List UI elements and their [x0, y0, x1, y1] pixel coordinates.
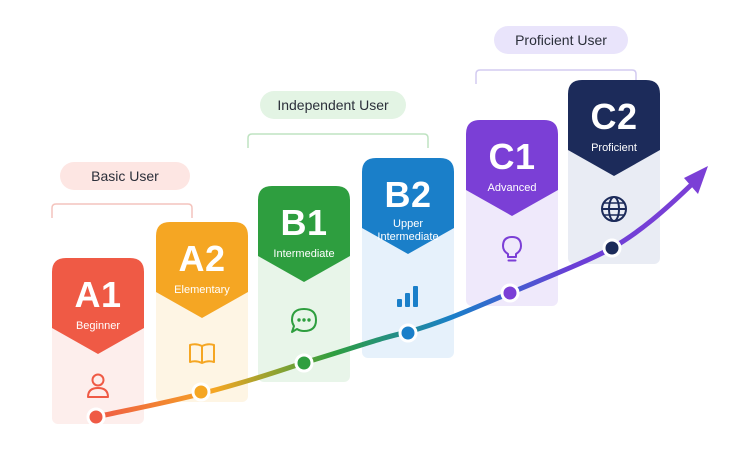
curve-marker-c1 [500, 283, 520, 303]
book-icon [189, 343, 215, 364]
level-a1-badge: A1 Beginner [52, 258, 144, 354]
bar-chart-icon [397, 286, 418, 307]
bracket-proficient [475, 69, 637, 84]
curve-marker-c2 [602, 238, 622, 258]
progress-curve-line [93, 183, 693, 420]
level-a1: A1 Beginner [52, 258, 144, 424]
curve-marker-b2 [398, 323, 418, 343]
level-a2-label: Elementary [174, 284, 230, 296]
arrow-head-icon [684, 166, 708, 194]
bracket-basic [51, 203, 193, 218]
level-c1-badge: C1 Advanced [466, 120, 558, 216]
level-a1-label: Beginner [75, 320, 121, 332]
level-c1: C1 Advanced [466, 120, 558, 306]
level-a1-code: A1 [74, 274, 122, 315]
curve-marker-a1 [86, 407, 106, 427]
level-a2-code: A2 [178, 238, 226, 279]
curve-marker-a2 [191, 382, 211, 402]
level-c2: C2 Proficient [568, 80, 660, 264]
level-b1: B1 Intermediate [258, 186, 350, 382]
curve-marker-b1 [294, 353, 314, 373]
level-b1-label: Intermediate [273, 248, 335, 260]
group-proficient-user: Proficient User [494, 26, 628, 54]
level-c1-code: C1 [488, 136, 536, 177]
level-b1-badge: B1 Intermediate [258, 186, 350, 282]
level-b2-badge: B2 Upper Intermediate [362, 158, 454, 254]
globe-icon [601, 196, 627, 222]
level-c2-code: C2 [590, 96, 638, 137]
chat-bubble-icon [291, 308, 317, 333]
level-c2-badge: C2 Proficient [568, 80, 660, 176]
level-b2-label: Upper Intermediate [377, 218, 439, 243]
bracket-independent [247, 133, 429, 148]
lightbulb-icon [502, 236, 522, 262]
level-c2-label: Proficient [591, 142, 637, 154]
level-b2-code: B2 [384, 174, 432, 215]
level-b2: B2 Upper Intermediate [362, 158, 454, 358]
group-basic-user: Basic User [60, 162, 190, 190]
level-a2: A2 Elementary [156, 222, 248, 402]
person-icon [87, 373, 109, 398]
level-b1-code: B1 [280, 202, 328, 243]
group-independent-user: Independent User [260, 91, 406, 119]
level-c1-label: Advanced [487, 182, 537, 194]
level-a2-badge: A2 Elementary [156, 222, 248, 318]
